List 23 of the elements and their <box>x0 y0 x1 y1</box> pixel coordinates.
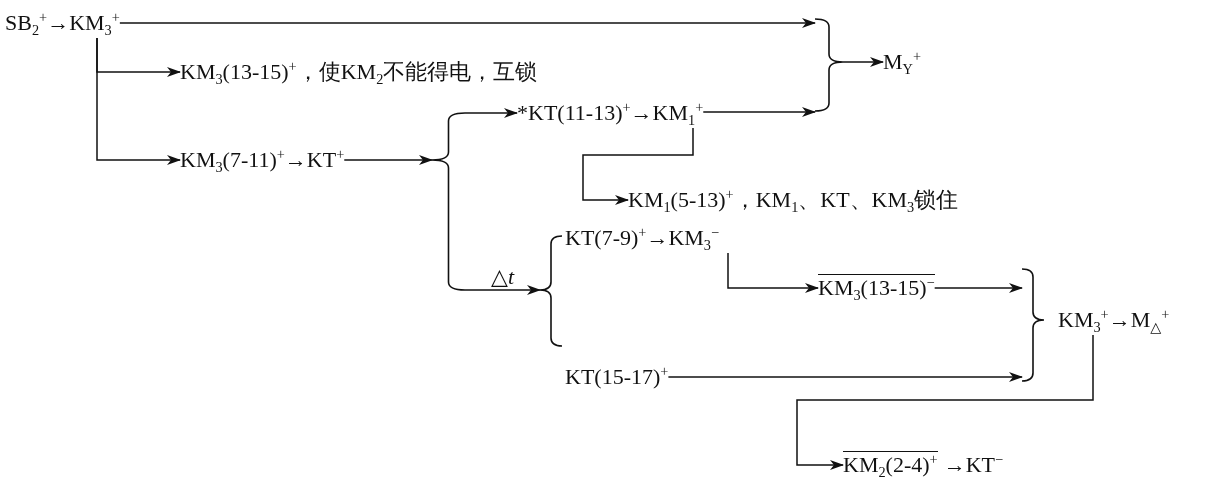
edge-label: △t <box>489 267 517 287</box>
relay-state-text: KM$_{3}$(13-15)$^{+}$，使KM$_{2}$不能得电，互锁 <box>180 57 538 87</box>
relay-state-text: KM$_{3}$(7-11)$^{+}$→KT$^{+}$ <box>180 145 345 175</box>
relay-state-text: KM$_{3}$(13-15)$^{−}$ <box>818 273 935 303</box>
arrow <box>96 37 181 165</box>
relay-state-text: KT(15-17)$^{+}$ <box>565 362 669 392</box>
curly-brace <box>1022 265 1044 385</box>
arrow <box>119 18 816 28</box>
arrow <box>464 285 541 295</box>
arrow <box>343 155 433 165</box>
arrow <box>667 372 1023 382</box>
relay-state-text: KM$_{1}$(5-13)$^{+}$，KM$_{1}$、KT、KM$_{3}$锁住 <box>628 185 959 215</box>
arrow <box>933 283 1023 293</box>
curly-brace <box>815 15 843 115</box>
relay-state-text: KM$_{2}$(2-4)$^{+}$ <box>843 451 938 477</box>
curly-brace <box>540 232 562 350</box>
arrow <box>842 57 884 67</box>
arrow <box>702 107 816 117</box>
arrow <box>582 127 694 205</box>
arrow <box>727 252 819 293</box>
arrow <box>796 334 1094 470</box>
relay-state-text: →KT$^{−}$ <box>943 450 1004 479</box>
arrow <box>464 108 518 118</box>
